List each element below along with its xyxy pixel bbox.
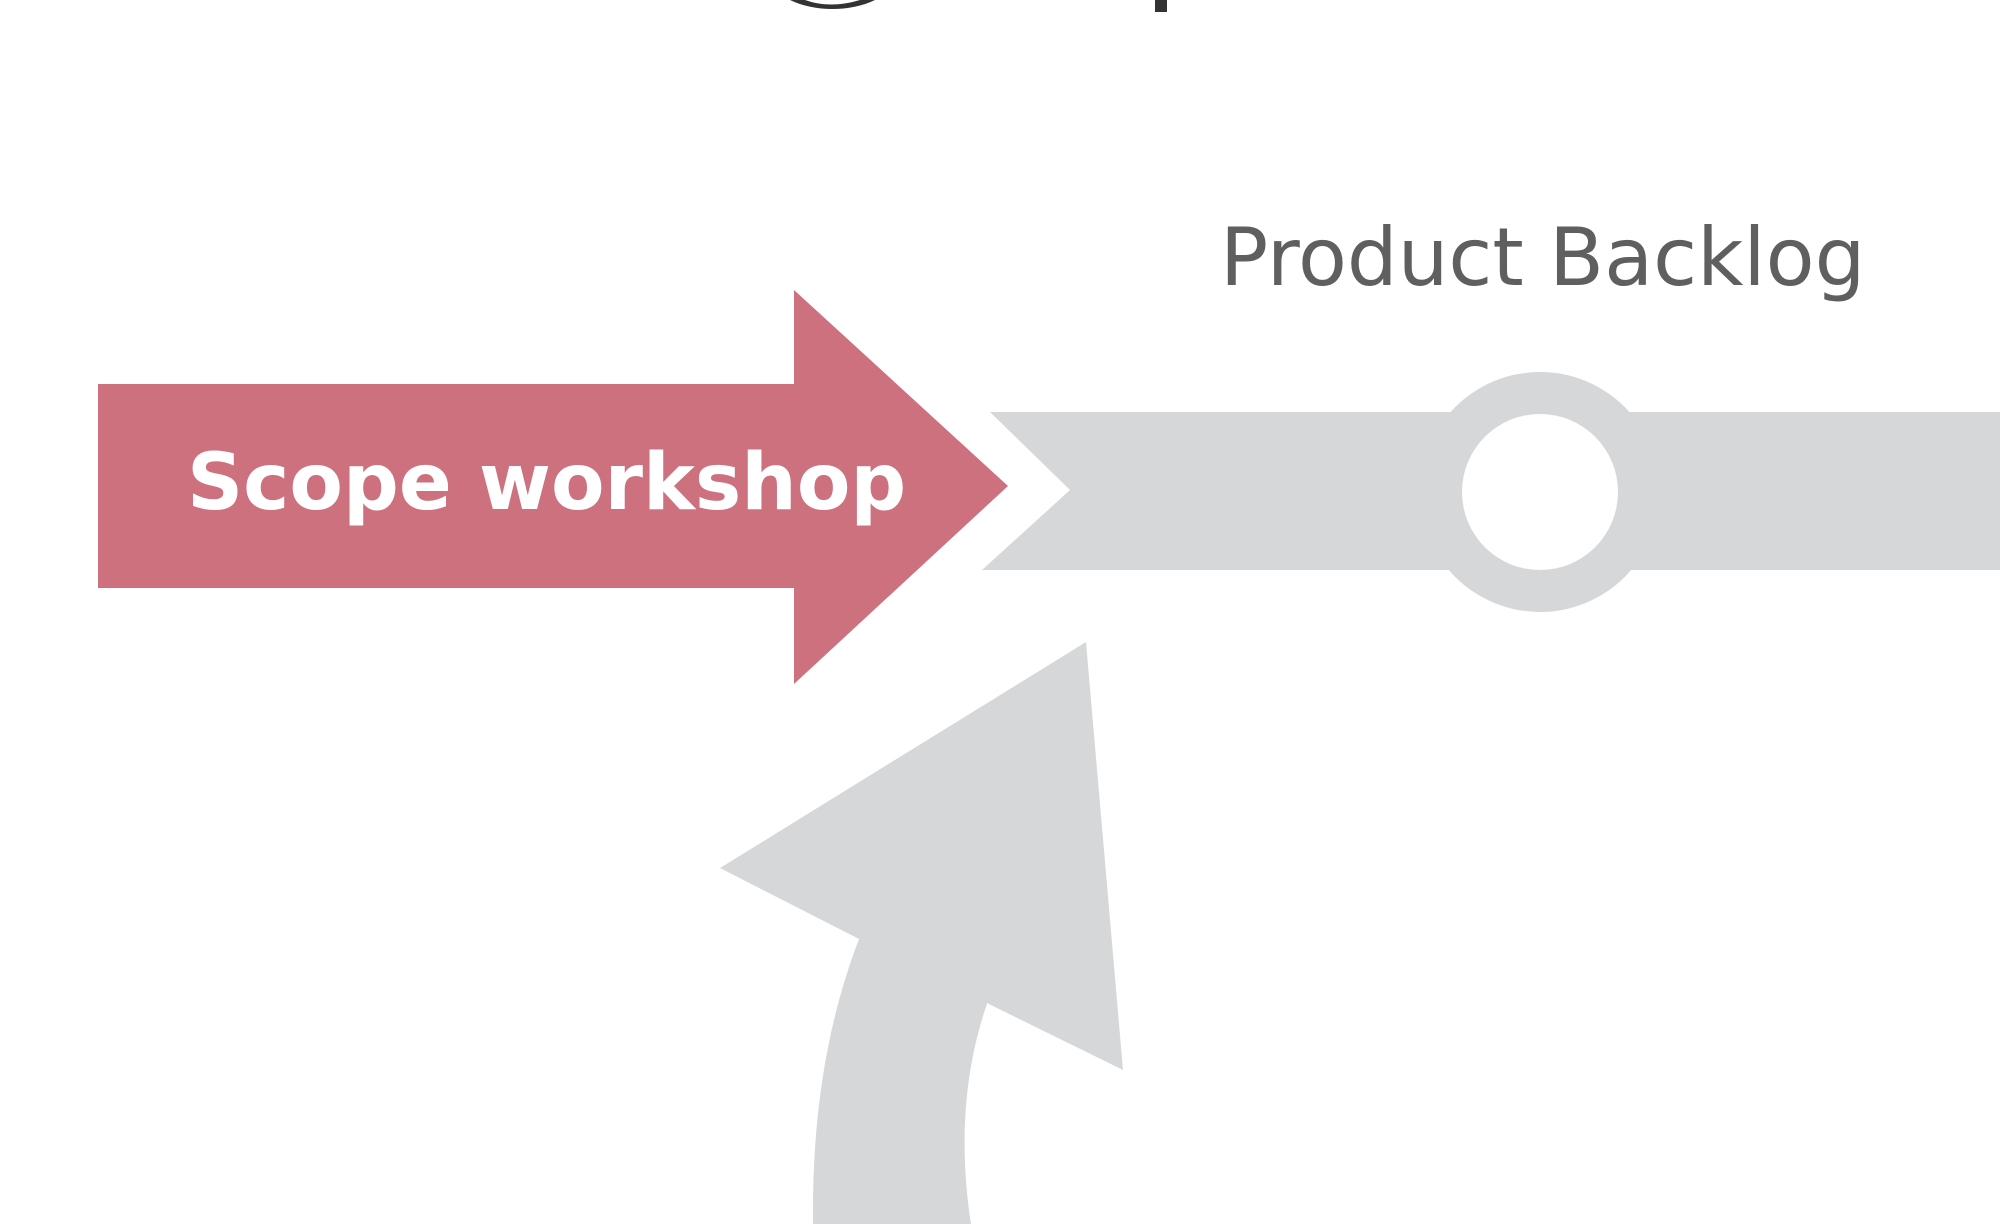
incoming-gray-curve-arrow-shaft (812, 934, 988, 1224)
top-cropped-heading-fragment (790, 0, 1167, 12)
product-backlog-label: Product Backlog (1220, 211, 1866, 304)
scope-workshop-label: Scope workshop (187, 438, 907, 528)
cropped-glyph-left (790, 0, 875, 9)
scope-workshop-arrow (98, 290, 1008, 684)
incoming-gray-curve-arrow-head (720, 642, 1123, 1070)
product-backlog-node-inner (1462, 414, 1618, 570)
cropped-glyph-right (1155, 0, 1167, 12)
